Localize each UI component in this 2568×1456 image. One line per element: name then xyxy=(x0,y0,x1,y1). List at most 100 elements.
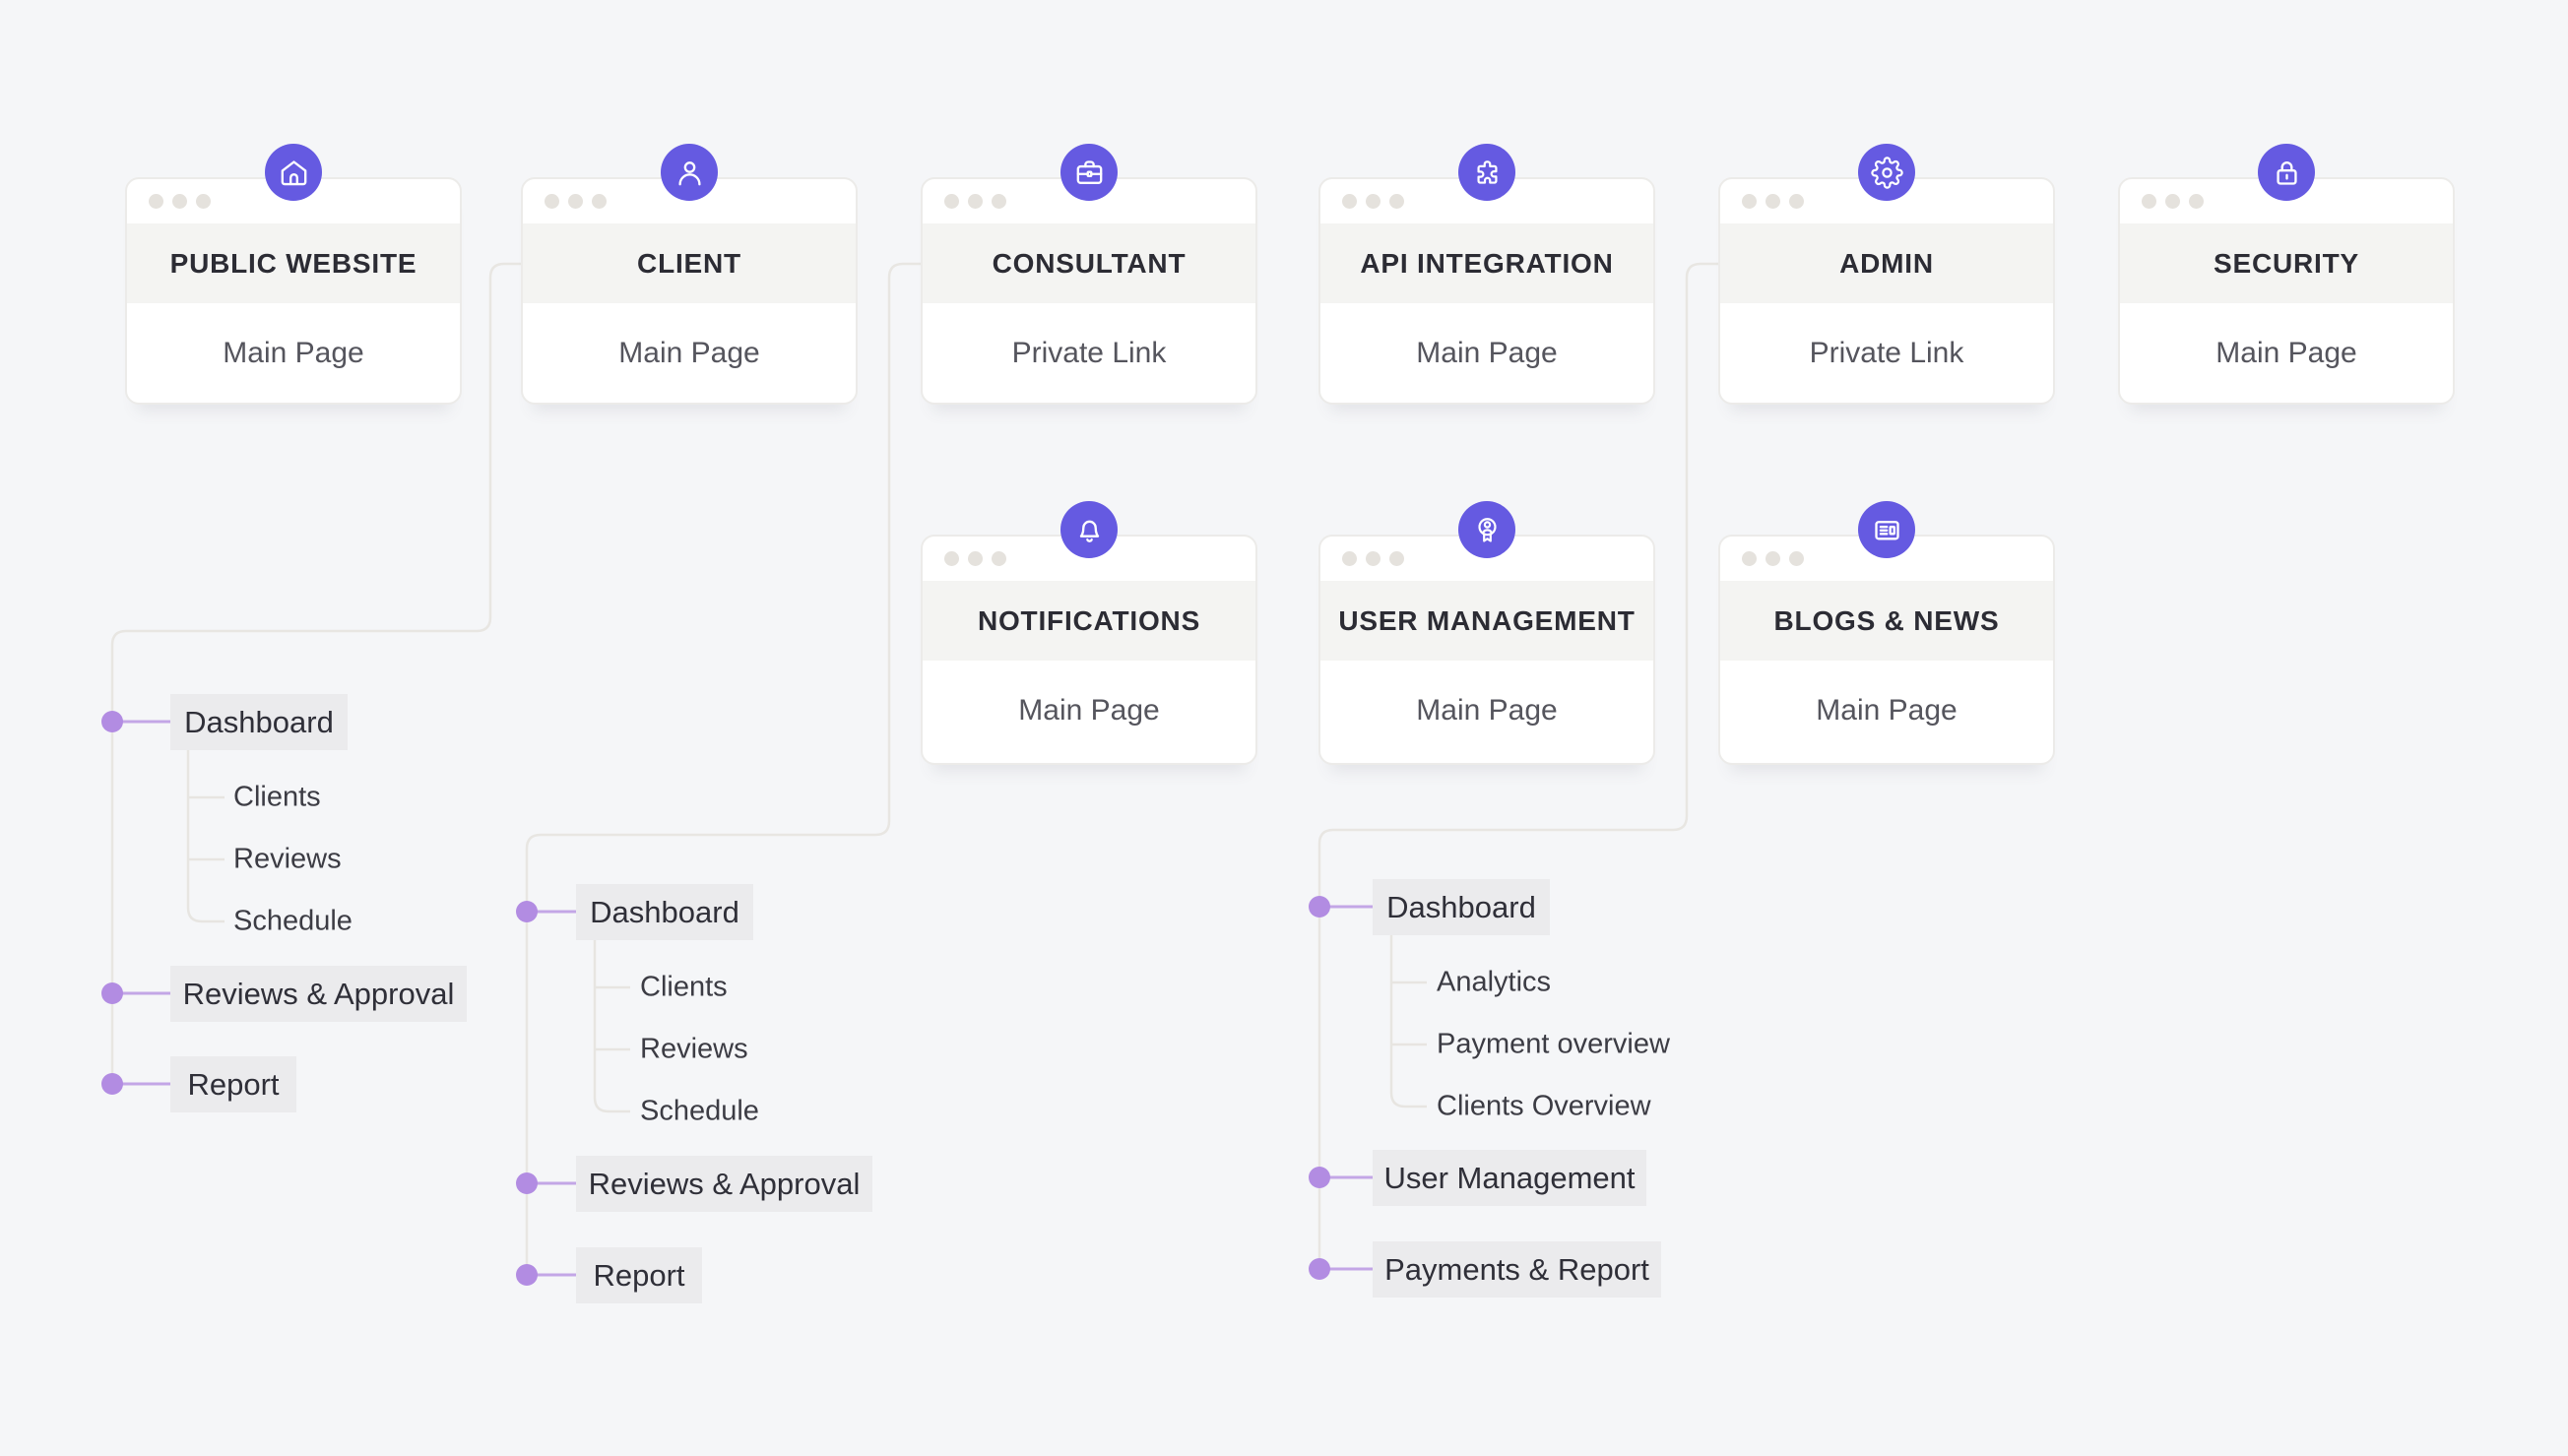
tree-item-label: Dashboard xyxy=(590,894,739,929)
window-dot xyxy=(992,551,1006,566)
card-title: USER MANAGEMENT xyxy=(1320,581,1653,661)
tree-subitem-payment-overview: Payment overview xyxy=(1437,1028,1670,1060)
card-admin: ADMIN Private Link xyxy=(1718,144,2055,405)
window-dot xyxy=(172,194,187,209)
window-dot xyxy=(1742,194,1757,209)
icon-badge xyxy=(1458,144,1515,201)
tree-subitem-schedule: Schedule xyxy=(233,905,353,937)
window-dot xyxy=(149,194,163,209)
window-dot xyxy=(1789,194,1804,209)
icon-badge xyxy=(1060,501,1118,558)
client-dashboard-children-line xyxy=(186,750,225,923)
tree-subitem-reviews: Reviews xyxy=(233,843,342,875)
window-dot xyxy=(1366,551,1380,566)
branch-dot xyxy=(101,1073,123,1095)
tree-item-reviews-approval: Reviews & Approval xyxy=(170,966,467,1022)
window-dot xyxy=(568,194,583,209)
icon-badge xyxy=(661,144,718,201)
tree-item-label: Reviews & Approval xyxy=(182,976,455,1011)
tree-item-label: Report xyxy=(187,1066,280,1102)
window-titlebar xyxy=(1320,179,1653,223)
icon-badge xyxy=(265,144,322,201)
window-dot xyxy=(196,194,211,209)
window-dot xyxy=(944,194,959,209)
window-titlebar xyxy=(1720,537,2053,581)
bell-icon xyxy=(1079,520,1099,542)
window-dot xyxy=(1342,194,1357,209)
window-dot xyxy=(2165,194,2180,209)
card-subtitle: Main Page xyxy=(1416,336,1558,369)
tree-item-label: Dashboard xyxy=(184,704,334,739)
card-subtitle: Main Page xyxy=(1816,693,1958,727)
tree-item-label: Payments & Report xyxy=(1384,1251,1649,1287)
window-titlebar xyxy=(1720,179,2053,223)
card-title: ADMIN xyxy=(1720,223,2053,303)
puzzle-icon xyxy=(1476,159,1498,184)
tree-subitem-clients: Clients xyxy=(640,971,728,1003)
tree-item-label: Dashboard xyxy=(1386,889,1536,924)
tree-item-dashboard: Dashboard xyxy=(170,694,348,750)
branch-dot xyxy=(516,1264,538,1286)
card-title: BLOGS & NEWS xyxy=(1720,581,2053,661)
card-title: CLIENT xyxy=(523,223,856,303)
card-subtitle: Main Page xyxy=(223,336,364,369)
window-titlebar xyxy=(923,179,1255,223)
card-client: CLIENT Main Page xyxy=(521,144,858,405)
window-dot xyxy=(2142,194,2156,209)
card-title: CONSULTANT xyxy=(923,223,1255,303)
tree-subitem-reviews: Reviews xyxy=(640,1033,748,1065)
branch-dot xyxy=(1309,1258,1330,1280)
user-icon xyxy=(677,160,701,185)
award-user-icon xyxy=(1477,517,1497,542)
tree-subitem-analytics: Analytics xyxy=(1437,966,1552,998)
card-subtitle: Main Page xyxy=(2215,336,2357,369)
card-title: PUBLIC WEBSITE xyxy=(127,223,460,303)
tree-subitem-clients-overview: Clients Overview xyxy=(1437,1090,1651,1122)
client-branch-stems xyxy=(112,720,170,1086)
card-subtitle: Main Page xyxy=(618,336,760,369)
window-dot xyxy=(992,194,1006,209)
window-titlebar xyxy=(127,179,460,223)
card-subtitle: Private Link xyxy=(1809,336,1964,369)
tree-subitem-clients: Clients xyxy=(233,781,321,813)
tree-item-dashboard: Dashboard xyxy=(1373,879,1550,935)
card-subtitle: Main Page xyxy=(1416,693,1558,727)
branch-dot xyxy=(516,901,538,922)
icon-badge xyxy=(1858,501,1915,558)
tree-item-user-management: User Management xyxy=(1373,1150,1646,1206)
branch-dot xyxy=(516,1172,538,1194)
branch-dot xyxy=(101,982,123,1004)
card-title: SECURITY xyxy=(2120,223,2453,303)
card-subtitle: Main Page xyxy=(1018,693,1160,727)
window-dot xyxy=(968,551,983,566)
window-dot xyxy=(1742,551,1757,566)
tree-item-report: Report xyxy=(170,1056,296,1112)
icon-badge xyxy=(1858,144,1915,201)
connector-admin-tree xyxy=(1317,262,1718,1269)
branch-dot xyxy=(1309,896,1330,918)
connector-client-tree xyxy=(110,262,521,1084)
card-notifications: NOTIFICATIONS Main Page xyxy=(921,501,1257,765)
window-dot xyxy=(1766,551,1780,566)
consultant-branch-stems xyxy=(527,910,576,1277)
window-titlebar xyxy=(523,179,856,223)
window-dot xyxy=(1789,551,1804,566)
tree-item-reviews-approval: Reviews & Approval xyxy=(576,1156,872,1212)
icon-badge xyxy=(1458,501,1515,558)
connector-consultant-tree xyxy=(525,262,921,1275)
card-user-management: USER MANAGEMENT Main Page xyxy=(1318,501,1655,765)
window-dot xyxy=(592,194,607,209)
lock-icon xyxy=(2276,160,2297,185)
card-blogs-news: BLOGS & NEWS Main Page xyxy=(1718,501,2055,765)
card-api-integration: API INTEGRATION Main Page xyxy=(1318,144,1655,405)
card-subtitle: Private Link xyxy=(1011,336,1167,369)
consultant-dashboard-children-line xyxy=(593,940,630,1113)
card-title: API INTEGRATION xyxy=(1320,223,1653,303)
window-dot xyxy=(1766,194,1780,209)
window-dot xyxy=(1366,194,1380,209)
window-titlebar xyxy=(1320,537,1653,581)
branch-dot xyxy=(1309,1167,1330,1188)
card-security: SECURITY Main Page xyxy=(2118,144,2455,405)
briefcase-icon xyxy=(1076,159,1102,184)
